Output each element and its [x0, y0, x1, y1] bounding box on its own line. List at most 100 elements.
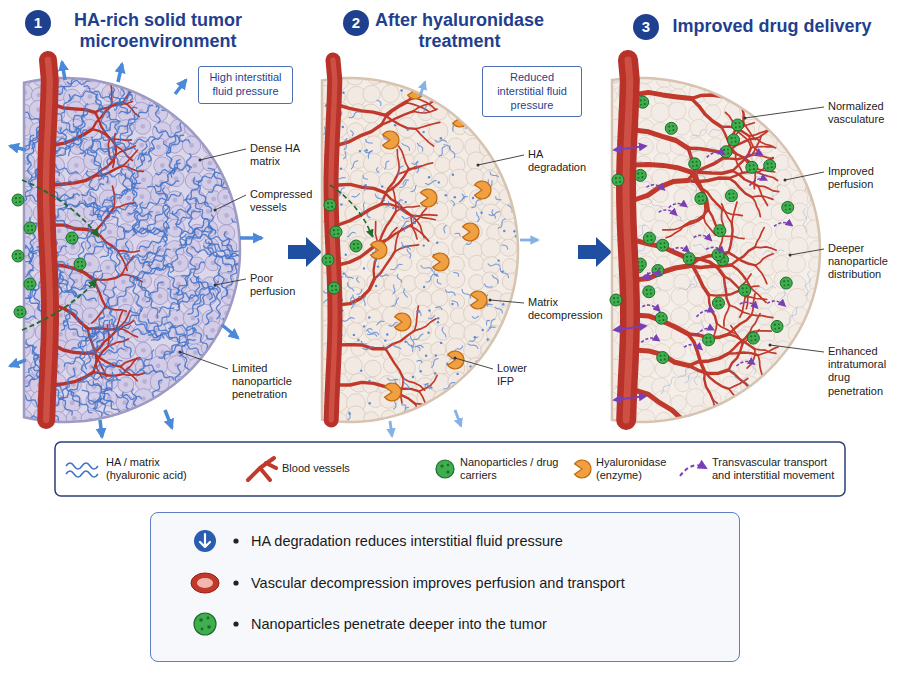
nanoparticle: [659, 242, 661, 244]
nanoparticle: [739, 122, 741, 124]
nanoparticle: [734, 137, 736, 139]
ha-strand: [364, 151, 372, 153]
cell-nucleus: [126, 196, 131, 201]
ha-strand: [128, 408, 157, 423]
tumor-cell: [12, 204, 32, 224]
ha-strand: [69, 91, 90, 101]
nanoparticle: [655, 312, 667, 324]
ha-strand: [115, 253, 120, 276]
tumor-cell: [690, 119, 707, 136]
tumor-cell: [117, 340, 136, 359]
nanoparticle: [644, 99, 646, 101]
ha-strand: [407, 249, 411, 258]
cell-nucleus: [72, 331, 77, 336]
tumor-cell: [775, 223, 793, 241]
cell-nucleus: [121, 279, 126, 284]
ha-strand: [691, 130, 706, 138]
ha-strand: [451, 200, 454, 205]
ha-strand: [495, 307, 502, 313]
cell-nucleus: [19, 77, 24, 82]
ha-strand: [376, 168, 379, 173]
ha-strand: [154, 126, 190, 142]
ha-strand: [133, 212, 138, 236]
ha-strand: [688, 216, 699, 227]
cell-nucleus: [208, 161, 213, 166]
ha-strand: [391, 264, 402, 270]
blood-vessel: [338, 279, 374, 305]
ha-strand: [357, 289, 362, 294]
ha-strand: [731, 236, 738, 249]
ha-strand: [385, 161, 389, 169]
ha-fragment: [359, 150, 361, 152]
ha-strand: [712, 398, 716, 424]
cell-nucleus: [207, 179, 212, 184]
cell-nucleus: [139, 143, 144, 148]
cell-nucleus: [107, 396, 112, 401]
cell-nucleus: [141, 348, 146, 353]
ha-strand: [198, 279, 218, 293]
nanoparticle: [746, 161, 758, 173]
blood-vessel: [752, 196, 773, 199]
ha-strand: [428, 316, 434, 319]
nanoparticle: [727, 149, 729, 151]
ha-strand: [689, 158, 706, 172]
tumor-cell: [347, 323, 363, 339]
ha-fragment: [357, 339, 359, 341]
transport-arrow: [767, 301, 785, 306]
ha-strand: [424, 384, 429, 389]
tumor-cell: [187, 358, 204, 375]
blood-vessel: [688, 178, 729, 182]
blood-vessel: [634, 240, 689, 258]
transport-arrow: [750, 179, 767, 186]
blood-vessel: [338, 125, 381, 145]
blood-vessel: [743, 330, 760, 344]
cell-nucleus: [88, 313, 93, 318]
nanoparticle: [719, 300, 721, 302]
tumor-cell: [449, 323, 466, 340]
nanoparticle: [31, 285, 33, 287]
nanoparticle: [15, 197, 17, 199]
blood-vessel: [691, 172, 708, 210]
nanoparticle: [698, 196, 700, 198]
tumor-cell: [14, 289, 31, 306]
blood-vessel: [634, 350, 689, 366]
tumor-cell: [380, 324, 397, 341]
tumor-cell: [776, 136, 793, 153]
blood-vessel: [758, 355, 763, 376]
tumor-cell: [690, 237, 709, 256]
ha-fragment: [436, 274, 438, 276]
nanoparticle: [764, 159, 776, 171]
blood-vessel: [752, 197, 760, 217]
cell-nucleus: [158, 294, 163, 299]
ha-strand: [417, 360, 422, 362]
blood-vessel: [338, 184, 385, 192]
nanoparticle: [15, 253, 17, 255]
ha-strand: [402, 405, 406, 408]
ha-fragment: [369, 402, 371, 404]
ha-strand: [100, 196, 114, 234]
hyaluronidase: [475, 181, 491, 199]
nanoparticle: [782, 201, 794, 213]
nanoparticle: [19, 257, 21, 259]
nanoparticle: [774, 328, 776, 330]
blood-vessel: [751, 147, 773, 148]
nanoparticle: [778, 323, 780, 325]
ha-strand: [416, 161, 419, 172]
tumor-cell: [447, 270, 465, 288]
ha-strand: [414, 334, 423, 340]
blood-vessel: [634, 130, 688, 148]
ha-strand: [420, 107, 426, 114]
cell-nucleus: [74, 163, 79, 168]
transport-arrow: [684, 345, 702, 350]
nanoparticle: [732, 196, 734, 198]
tumor-cell: [671, 307, 689, 325]
tumor-cell: [381, 153, 397, 169]
summary-fill: [150, 512, 740, 662]
ha-strand: [375, 194, 384, 200]
ha-strand: [404, 226, 409, 232]
tumor-contents: [0, 61, 258, 433]
nanoparticle: [784, 285, 786, 287]
blood-vessel: [663, 226, 684, 230]
ha-strand: [110, 310, 119, 330]
tumor-cell: [787, 288, 807, 308]
